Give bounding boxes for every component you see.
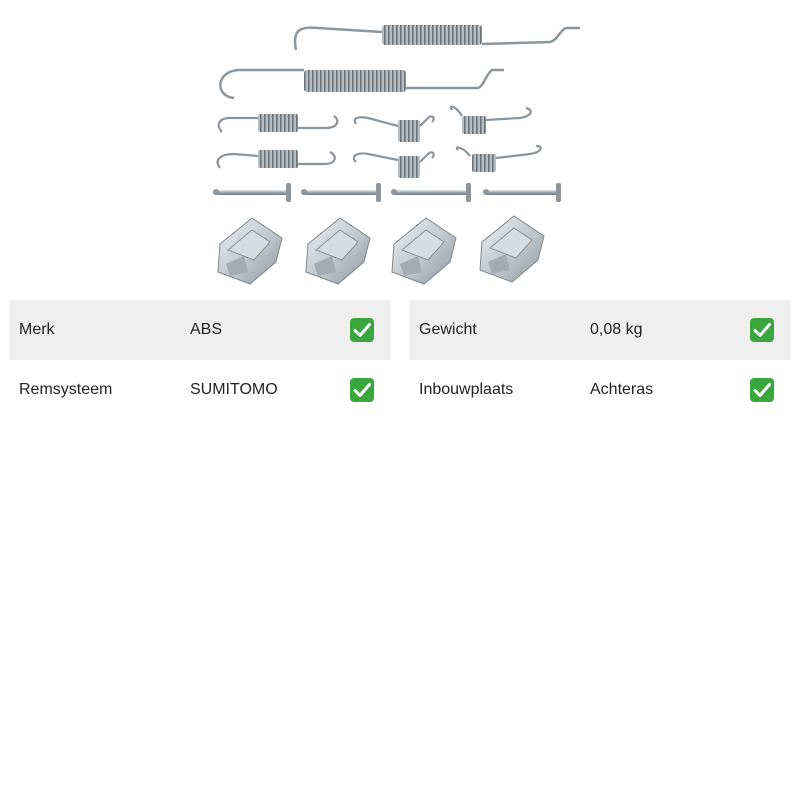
spec-label-brand: Merk — [19, 321, 55, 338]
long-spring-1 — [293, 25, 580, 51]
spec-label-brake-system: Remsysteem — [19, 381, 113, 398]
spec-column-right: Gewicht 0,08 kg Inbouwplaats Achteras — [410, 300, 790, 420]
clip-row — [217, 215, 545, 285]
spec-label-weight: Gewicht — [419, 321, 477, 338]
spring-row-2 — [216, 144, 542, 178]
spec-row-brake-system: Remsysteem SUMITOMO — [10, 360, 390, 420]
spec-value-weight: 0,08 kg — [590, 321, 643, 338]
spec-value-brake-system: SUMITOMO — [190, 381, 278, 398]
brake-kit-illustration — [213, 25, 580, 285]
spec-value-installation-position: Achteras — [590, 381, 654, 398]
green-checkmark-icon — [350, 378, 374, 402]
spec-column-left: Merk ABS Remsysteem SUMITOMO — [10, 300, 390, 420]
spec-row-brand: Merk ABS — [10, 300, 390, 360]
product-image — [200, 0, 600, 300]
spec-value-brand: ABS — [190, 321, 223, 338]
spec-row-weight: Gewicht 0,08 kg — [410, 300, 790, 360]
green-checkmark-icon — [750, 318, 774, 342]
green-checkmark-icon — [750, 378, 774, 402]
long-spring-2 — [219, 68, 504, 100]
spec-row-installation-position: Inbouwplaats Achteras — [410, 360, 790, 420]
spec-label-installation-position: Inbouwplaats — [419, 381, 514, 398]
spring-row-1 — [217, 105, 532, 142]
pin-row — [213, 183, 561, 202]
green-checkmark-icon — [350, 318, 374, 342]
